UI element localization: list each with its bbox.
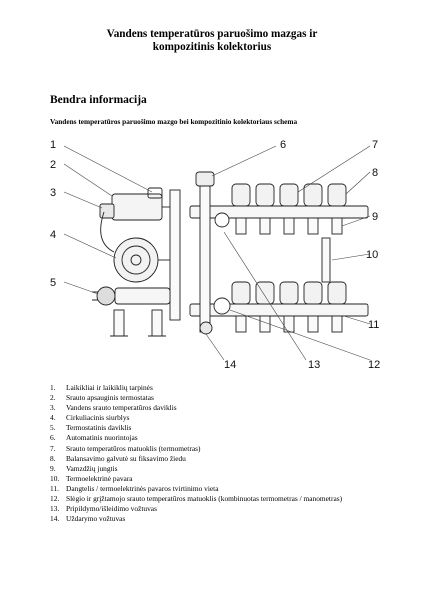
manifold-diagram: 1 2 3 4 5 6 7 8 9 10 11 12 13 14 <box>50 139 380 371</box>
legend-list: 1.Laikikliai ir laikiklių tarpinės 2.Sra… <box>50 383 342 524</box>
list-item: 8.Balansavimo galvutė su fiksavimo žiedu <box>50 453 186 463</box>
list-item: 3.Vandens srauto temperatūros daviklis <box>50 403 177 413</box>
callout-8: 8 <box>372 167 378 179</box>
callout-4: 4 <box>50 229 56 241</box>
callout-13: 13 <box>308 359 320 371</box>
list-item: 7.Srauto temperatūros matuoklis (termome… <box>50 443 201 453</box>
list-item: 5.Termostatinis daviklis <box>50 423 132 433</box>
callout-12: 12 <box>368 359 380 371</box>
list-item: 6.Automatinis nuorintojas <box>50 433 138 443</box>
list-item: 10.Termoelektrinė pavara <box>50 473 133 483</box>
callout-6: 6 <box>280 139 286 151</box>
callout-10: 10 <box>366 249 378 261</box>
title-line-2: kompozitinis kolektorius <box>152 41 272 53</box>
list-item: 11.Dangtelis / termoelektrinės pavaros t… <box>50 483 219 493</box>
list-item: 9.Vamzdžių jungtis <box>50 463 118 473</box>
section-heading: Bendra informacija <box>50 94 147 106</box>
list-item: 13.Pripildymo/išleidimo vožtuvas <box>50 504 157 514</box>
list-item: 14.Uždarymo vožtuvas <box>50 514 126 524</box>
callout-2: 2 <box>50 159 56 171</box>
title-line-1: Vandens temperatūros paruošimo mazgas ir <box>106 28 318 40</box>
document-title: Vandens temperatūros paruošimo mazgas ir… <box>0 28 424 54</box>
callout-3: 3 <box>50 187 56 199</box>
callout-7: 7 <box>372 139 378 151</box>
list-item: 4.Cirkuliacinis siurblys <box>50 413 130 423</box>
callout-9: 9 <box>372 211 378 223</box>
callout-1: 1 <box>50 139 56 151</box>
callout-11: 11 <box>368 319 379 331</box>
list-item: 2.Srauto apsauginis termostatas <box>50 393 154 403</box>
list-item: 12.Slėgio ir grįžtamojo srauto temperatū… <box>50 494 343 504</box>
section-subheading: Vandens temperatūros paruošimo mazgo bei… <box>50 117 298 126</box>
callout-5: 5 <box>50 277 56 289</box>
list-item: 1.Laikikliai ir laikiklių tarpinės <box>50 383 153 392</box>
callout-14: 14 <box>224 359 236 371</box>
